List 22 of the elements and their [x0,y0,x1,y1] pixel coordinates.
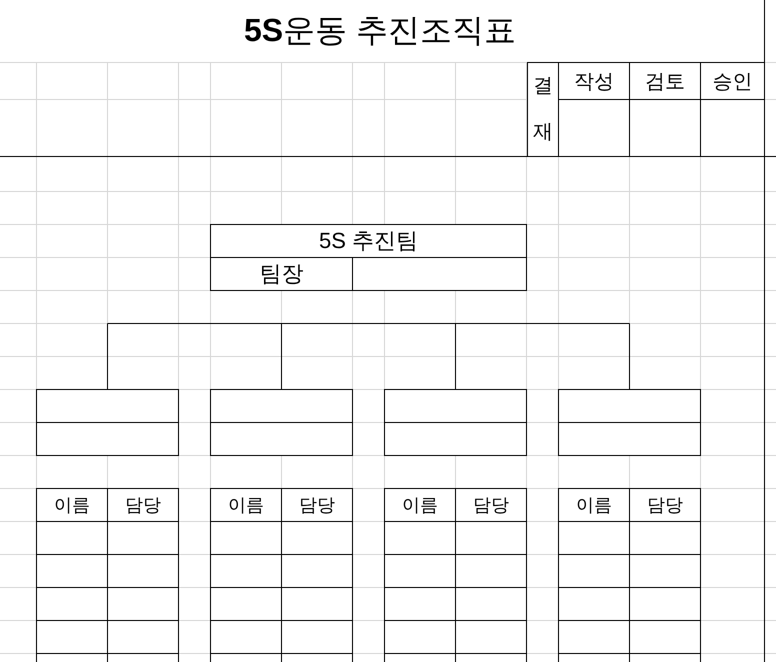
column-header: 이름 [385,489,456,522]
column-header: 작성 [559,63,630,100]
org-box [558,389,701,456]
org-box [36,389,179,456]
connector-line [107,323,108,390]
column-header: 이름 [37,489,108,522]
connector-line [629,323,630,390]
org-box [210,389,353,456]
member-table [558,488,701,662]
member-table [36,488,179,662]
approval-table [527,62,765,157]
team-box [210,224,527,291]
connector-line [281,323,282,390]
column-header: 검토 [630,63,701,100]
title: 5S운동 추진조직표 [244,11,516,49]
column-header: 이름 [211,489,282,522]
column-header: 이름 [559,489,630,522]
member-table [384,488,527,662]
connector-line [455,323,456,390]
org-box [384,389,527,456]
member-table [210,488,353,662]
connector-line [107,323,630,324]
